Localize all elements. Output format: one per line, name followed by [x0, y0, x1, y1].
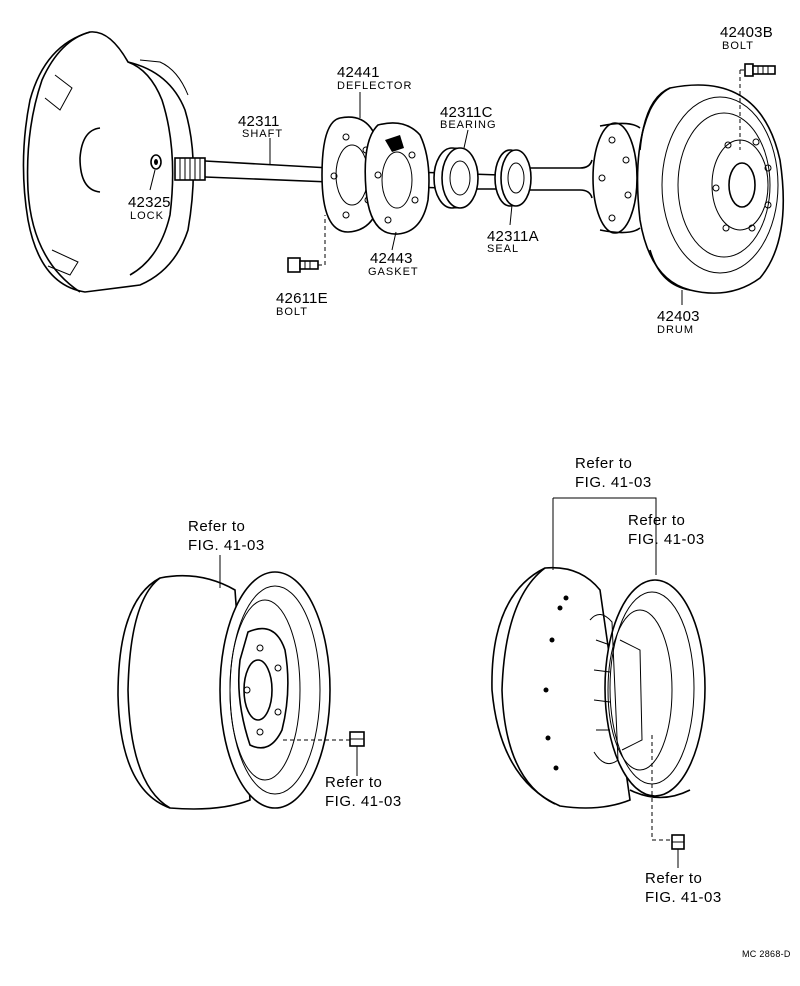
part-number: 42441 — [337, 64, 380, 81]
ref-line2: FIG. 41-03 — [645, 889, 722, 906]
part-number: 42611E — [276, 290, 328, 307]
bearing — [433, 147, 479, 209]
part-name: BOLT — [722, 40, 754, 52]
label-bearing: 42311C BEARING — [440, 104, 497, 131]
wheel-left — [117, 571, 350, 810]
part-number: 42443 — [370, 250, 413, 267]
ref-line2: FIG. 41-03 — [628, 531, 705, 548]
ref-left-rim: Refer to FIG. 41-03 — [188, 518, 265, 554]
ref-line1: Refer to — [645, 870, 702, 887]
ref-line2: FIG. 41-03 — [575, 474, 652, 491]
ref-right-nut: Refer to FIG. 41-03 — [645, 870, 722, 906]
part-number: 42311C — [440, 104, 493, 121]
seal — [494, 149, 532, 207]
label-drum: 42403 DRUM — [657, 308, 700, 336]
backing-plate — [22, 31, 195, 293]
part-name: SHAFT — [242, 128, 283, 140]
label-deflector: 42441 DEFLECTOR — [337, 64, 412, 92]
part-name: DRUM — [657, 324, 694, 336]
part-name: GASKET — [368, 266, 419, 278]
part-number: 42311A — [487, 228, 539, 245]
ref-left-nut: Refer to FIG. 41-03 — [325, 774, 402, 810]
ref-line1: Refer to — [188, 518, 245, 535]
figure-code: MC 2868-D — [742, 949, 791, 959]
gasket — [364, 122, 430, 235]
ref-line1: Refer to — [325, 774, 382, 791]
part-number: 42311 — [238, 113, 280, 130]
label-bolt-axle: 42611E BOLT — [276, 290, 328, 318]
ref-right-rim: Refer to FIG. 41-03 — [628, 512, 705, 548]
wheel-right — [491, 566, 706, 841]
ref-right-disc: Refer to FIG. 41-03 — [575, 455, 652, 491]
ref-line1: Refer to — [575, 455, 632, 472]
part-number: 42403 — [657, 308, 700, 325]
drum-bolt-icon — [739, 63, 776, 150]
part-name: BOLT — [276, 306, 308, 318]
brake-drum — [636, 84, 785, 294]
part-number: 42403B — [720, 24, 773, 41]
ref-line2: FIG. 41-03 — [325, 793, 402, 810]
part-name: SEAL — [487, 243, 519, 255]
part-name: BEARING — [440, 119, 497, 131]
ref-line2: FIG. 41-03 — [188, 537, 265, 554]
label-bolt-drum: 42403B BOLT — [720, 24, 773, 52]
leader-lines — [149, 92, 683, 868]
ref-line1: Refer to — [628, 512, 685, 529]
part-number: 42325 — [128, 194, 171, 211]
part-name: DEFLECTOR — [337, 80, 412, 92]
label-gasket: 42443 GASKET — [368, 250, 419, 278]
lug-nut-left-icon — [349, 731, 365, 768]
label-lock: 42325 LOCK — [128, 194, 171, 222]
axle-bolt-icon — [287, 215, 326, 273]
label-shaft: 42311 SHAFT — [238, 113, 283, 140]
part-name: LOCK — [130, 210, 164, 222]
lug-nut-right-icon — [671, 834, 685, 850]
label-seal: 42311A SEAL — [487, 228, 539, 255]
